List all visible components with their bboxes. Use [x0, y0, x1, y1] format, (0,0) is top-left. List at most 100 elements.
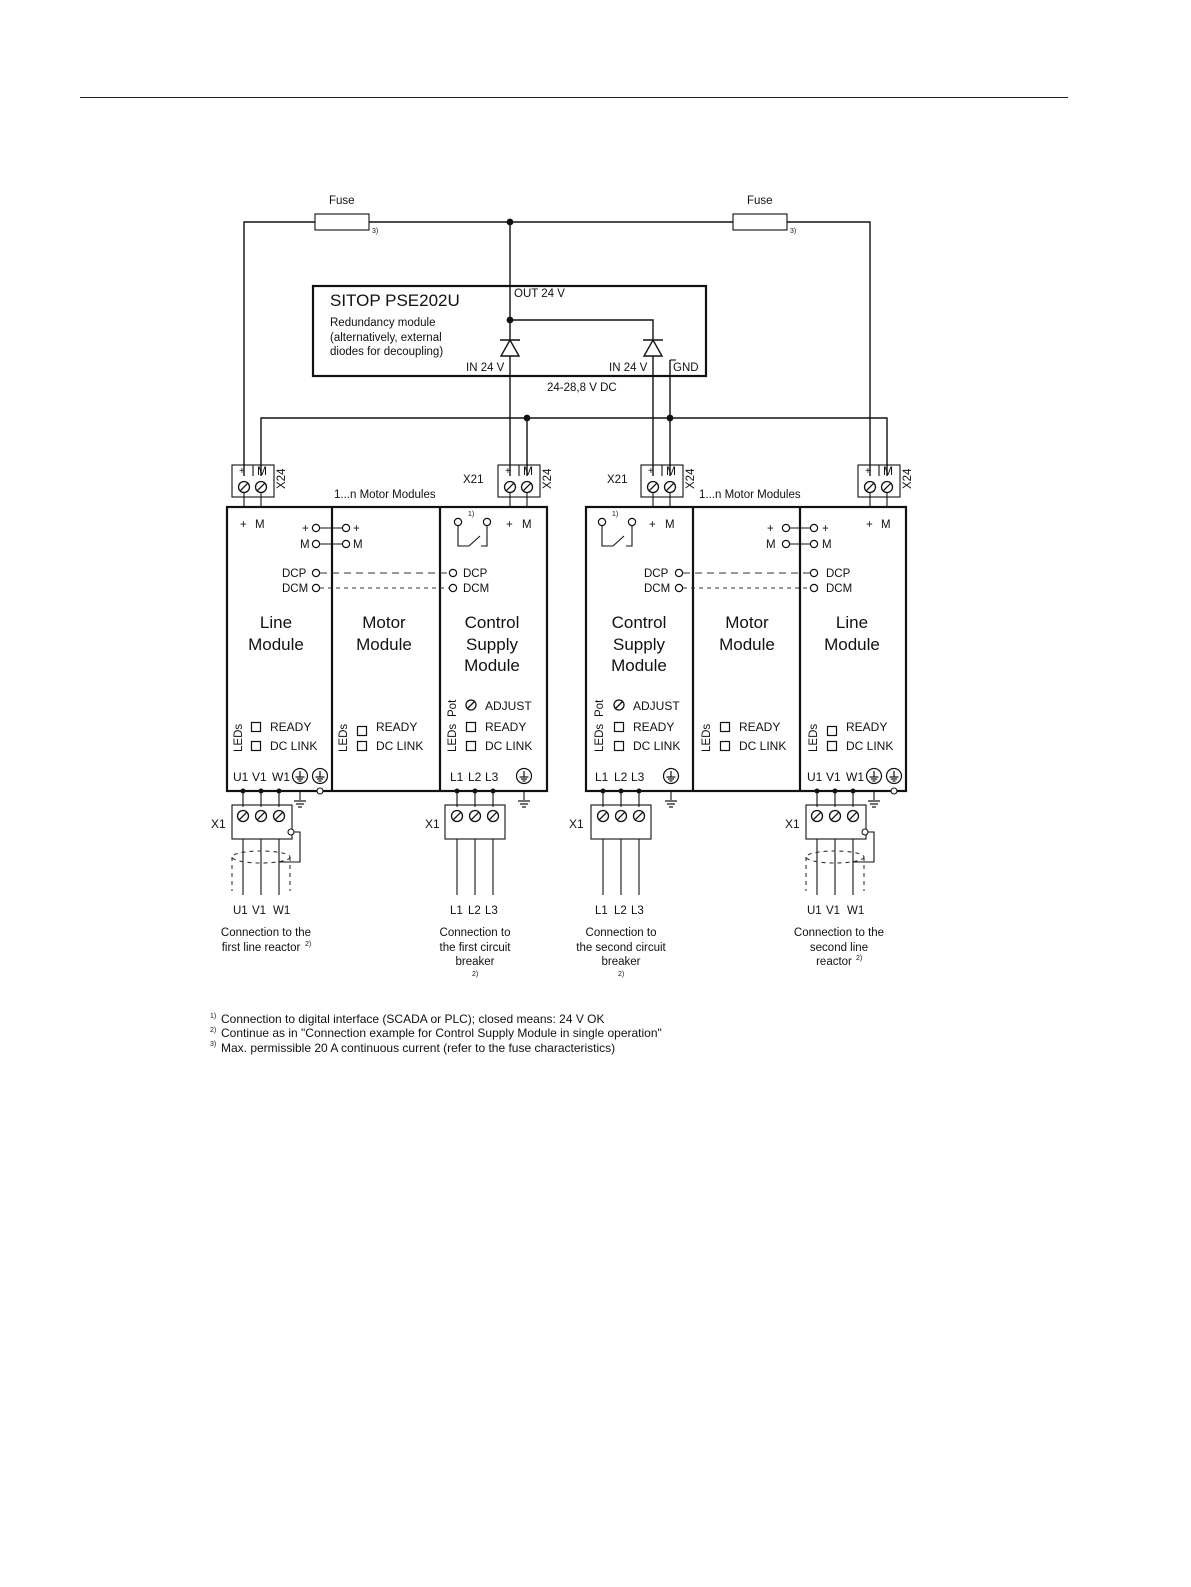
svg-text:L2: L2	[468, 905, 481, 917]
svg-text:L3: L3	[631, 905, 644, 917]
header-rule	[80, 97, 1068, 98]
svg-text:+: +	[505, 466, 511, 477]
fuse-note-left: 3)	[372, 228, 378, 235]
right-control-module-title-3: Module	[611, 656, 667, 675]
fuse-left	[314, 213, 370, 231]
left-line-module-title-2: Module	[248, 635, 304, 654]
connection-1-line-1: Connection to the	[221, 927, 311, 939]
x1-terminal-2: X1 L1 L2 L3	[425, 788, 531, 917]
sitop-in-left-label: IN 24 V	[466, 362, 505, 374]
svg-text:L1: L1	[595, 905, 608, 917]
sitop-desc-3: diodes for decoupling)	[330, 346, 443, 358]
svg-text:L1: L1	[595, 770, 609, 784]
svg-text:1): 1)	[612, 511, 618, 518]
svg-text:M: M	[353, 539, 363, 551]
svg-text:U1: U1	[233, 905, 248, 917]
x24-terminal-2: + M X24	[497, 464, 554, 498]
sitop-out-label: OUT 24 V	[514, 288, 565, 300]
sitop-title: SITOP PSE202U	[330, 291, 460, 310]
fuse-note-right: 3)	[790, 228, 796, 235]
svg-text:READY: READY	[739, 720, 780, 734]
svg-text:M: M	[255, 519, 265, 531]
connection-4-note: 2)	[856, 955, 862, 962]
svg-text:+: +	[649, 519, 656, 531]
connection-4-line-1: Connection to the	[794, 927, 884, 939]
svg-text:1): 1)	[468, 511, 474, 518]
svg-text:DCM: DCM	[282, 583, 308, 595]
svg-text:X24: X24	[685, 468, 697, 489]
svg-text:READY: READY	[376, 720, 417, 734]
svg-text:LEDs: LEDs	[594, 724, 606, 752]
svg-text:X24: X24	[276, 468, 288, 489]
svg-text:DCP: DCP	[644, 568, 669, 580]
svg-text:L1: L1	[450, 905, 463, 917]
svg-text:X1: X1	[785, 817, 800, 831]
svg-text:W1: W1	[272, 770, 290, 784]
svg-text:X1: X1	[569, 817, 584, 831]
svg-text:+: +	[767, 523, 774, 535]
svg-text:U1: U1	[807, 905, 822, 917]
svg-text:V1: V1	[826, 905, 840, 917]
svg-text:M: M	[665, 519, 675, 531]
svg-text:M: M	[666, 464, 676, 478]
svg-text:DC LINK: DC LINK	[633, 739, 680, 753]
diode-left	[499, 339, 521, 357]
footnote-1-text: Connection to digital interface (SCADA o…	[221, 1012, 605, 1026]
x24-terminal-1: + M X24	[231, 464, 288, 498]
left-motor-module-title-2: Module	[356, 635, 412, 654]
svg-text:L3: L3	[485, 905, 498, 917]
svg-text:READY: READY	[270, 720, 311, 734]
svg-text:DCM: DCM	[644, 583, 670, 595]
svg-text:+: +	[353, 523, 360, 535]
svg-text:DC LINK: DC LINK	[485, 739, 532, 753]
svg-text:M: M	[766, 539, 776, 551]
x21-label-left: X21	[463, 474, 483, 486]
svg-text:READY: READY	[633, 720, 674, 734]
svg-text:X24: X24	[542, 468, 554, 489]
svg-text:LEDs: LEDs	[233, 724, 245, 752]
sitop-desc-2: (alternatively, external	[330, 332, 442, 344]
footnote-2-mark: 2)	[210, 1027, 216, 1034]
svg-text:X24: X24	[902, 468, 914, 489]
footnote-2-text: Continue as in "Connection example for C…	[221, 1026, 662, 1040]
right-control-module-title-1: Control	[612, 613, 667, 632]
svg-text:U1: U1	[807, 770, 823, 784]
svg-text:READY: READY	[485, 720, 526, 734]
x1-terminal-4: X1 U1 V1 W1	[785, 787, 898, 917]
svg-text:Pot: Pot	[594, 699, 606, 717]
svg-text:+: +	[240, 519, 247, 531]
connection-3-line-2: the second circuit	[576, 942, 666, 954]
left-control-module-title-1: Control	[465, 613, 520, 632]
svg-text:X1: X1	[425, 817, 440, 831]
svg-text:DC LINK: DC LINK	[846, 739, 893, 753]
left-control-module-title-3: Module	[464, 656, 520, 675]
connection-1-note: 2)	[305, 941, 311, 948]
connection-3-line-3: breaker	[602, 956, 641, 968]
svg-text:W1: W1	[273, 905, 290, 917]
svg-text:READY: READY	[846, 720, 887, 734]
svg-text:+: +	[302, 523, 309, 535]
svg-text:DCM: DCM	[463, 583, 489, 595]
connection-4-line-2: second line	[810, 942, 868, 954]
svg-text:DC LINK: DC LINK	[739, 739, 786, 753]
svg-text:L1: L1	[450, 770, 464, 784]
footnote-1-mark: 1)	[210, 1013, 216, 1020]
right-control-module-title-2: Supply	[613, 635, 665, 654]
svg-text:M: M	[523, 464, 533, 478]
svg-text:W1: W1	[846, 770, 864, 784]
svg-text:L2: L2	[614, 770, 628, 784]
motor-modules-label-left: 1...n Motor Modules	[334, 489, 436, 501]
fuse-label-right: Fuse	[747, 195, 773, 207]
svg-text:L3: L3	[631, 770, 645, 784]
svg-text:DCM: DCM	[826, 583, 852, 595]
svg-text:+: +	[822, 523, 829, 535]
right-line-module-title-2: Module	[824, 635, 880, 654]
connection-3-line-1: Connection to	[586, 927, 657, 939]
right-motor-module-title-1: Motor	[725, 613, 769, 632]
footnote-3-mark: 3)	[210, 1041, 216, 1048]
x1-terminal-3: X1 L1 L2 L3	[569, 788, 678, 917]
svg-text:DC LINK: DC LINK	[270, 739, 317, 753]
svg-text:DCP: DCP	[826, 568, 851, 580]
fuse-label-left: Fuse	[329, 195, 355, 207]
x21-label-right: X21	[607, 474, 627, 486]
